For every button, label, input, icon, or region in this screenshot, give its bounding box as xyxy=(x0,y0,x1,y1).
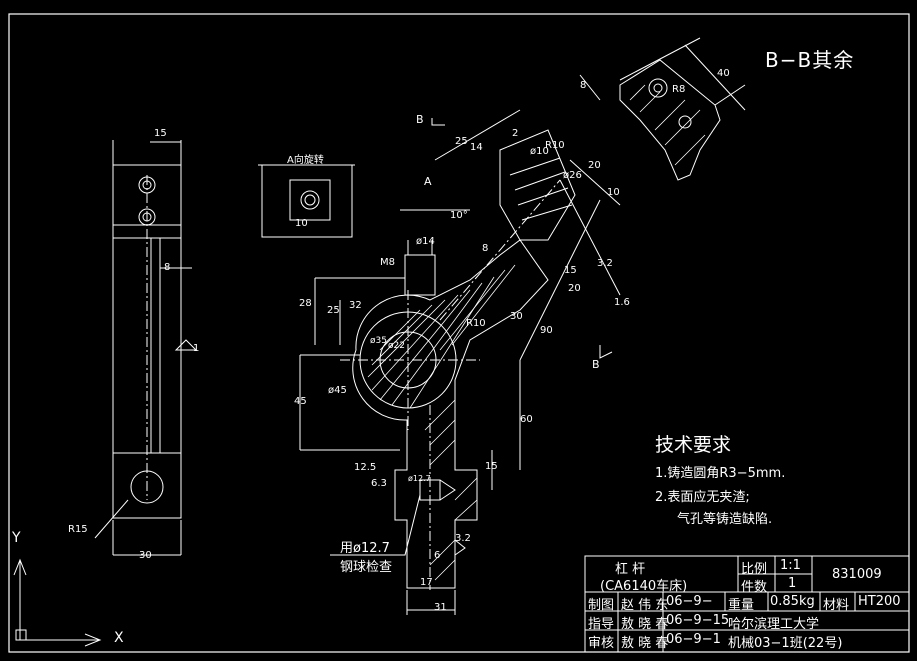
dim-label: 10 xyxy=(607,187,620,198)
axis-y-label: Y xyxy=(12,530,21,546)
dim-label: 10° xyxy=(450,210,468,221)
tb-weight-value: 0.85kg xyxy=(770,594,815,609)
dim-label: ø12.7 xyxy=(408,474,431,483)
dim-label: 15 xyxy=(564,265,577,276)
tb-name: 敖 晓 春 xyxy=(621,617,669,632)
dim-label: 14 xyxy=(470,142,483,153)
dim-label: 60 xyxy=(520,414,533,425)
dim-label: ø26 xyxy=(563,170,582,181)
dim-label: 20 xyxy=(588,160,601,171)
dim-label: 1.6 xyxy=(614,297,630,308)
dim-label: 30 xyxy=(510,311,523,322)
tech-requirement-1: 1.铸造圆角R3−5mm. xyxy=(655,466,786,481)
scale-label: 比例 xyxy=(741,562,768,577)
qty-label: 件数 xyxy=(741,580,768,595)
tb-date: 06−9− xyxy=(666,594,713,609)
title-block-grid xyxy=(584,555,910,653)
tb-date: 06−9−1 xyxy=(666,632,721,647)
part-name: 杠 杆 xyxy=(615,562,646,577)
dim-label: R10 xyxy=(545,140,565,151)
view-label: A向旋转 xyxy=(287,155,324,166)
axis-x-label: X xyxy=(114,630,124,646)
tech-requirement-3: 气孔等铸造缺陷. xyxy=(677,512,773,527)
tb-role: 制图 xyxy=(588,598,615,613)
ball-note-line1: 用ø12.7 xyxy=(340,541,390,556)
tb-university: 哈尔滨理工大学 xyxy=(728,617,820,632)
dim-label: 3.2 xyxy=(597,258,613,269)
section-mark-b-top: B xyxy=(416,113,424,126)
tb-material-value: HT200 xyxy=(858,594,901,609)
ucs-axis-icon xyxy=(13,558,102,647)
dim-label: 25 xyxy=(455,136,468,147)
dim-label: 40 xyxy=(717,68,730,79)
dim-label: ø35 xyxy=(370,336,387,346)
dim-label: 90 xyxy=(540,325,553,336)
dim-label: 2 xyxy=(512,128,519,139)
section-title: B−B其余 xyxy=(765,48,855,72)
dim-label: 3.2 xyxy=(455,533,471,544)
dim-label: 28 xyxy=(299,298,312,309)
dim-label: ø14 xyxy=(416,236,435,247)
dim-label: 8 xyxy=(482,243,489,254)
dim-label: 15 xyxy=(154,128,167,139)
side-view xyxy=(94,140,198,556)
dim-label: 45 xyxy=(294,396,307,407)
tb-weight-label: 重量 xyxy=(728,598,755,613)
a-direction-view xyxy=(258,164,355,238)
dim-label: 8 xyxy=(580,80,587,91)
scale-value: 1:1 xyxy=(780,558,801,573)
dim-label: 12.5 xyxy=(354,462,377,473)
dim-label: M8 xyxy=(380,257,395,268)
dim-label: 6 xyxy=(434,550,441,561)
qty-value: 1 xyxy=(788,576,797,591)
dim-label: ø10 xyxy=(530,146,549,157)
dim-label: 17 xyxy=(420,577,433,588)
section-view xyxy=(579,37,746,181)
dim-label: ø22 xyxy=(388,341,405,351)
section-mark-b-bottom: B xyxy=(592,358,600,371)
tb-role: 指导 xyxy=(588,617,615,632)
view-mark-a: A xyxy=(424,175,432,188)
dim-label: 15 xyxy=(485,461,498,472)
dim-label: 10 xyxy=(295,218,308,229)
dim-label: R8 xyxy=(672,84,686,95)
dim-label: 1 xyxy=(193,343,200,354)
dim-label: R15 xyxy=(68,524,88,535)
tb-date: 06−9−15 xyxy=(666,613,730,628)
dim-label: 20 xyxy=(568,283,581,294)
dim-label: 31 xyxy=(434,602,447,613)
tech-requirements-heading: 技术要求 xyxy=(655,434,732,456)
ball-note-line2: 钢球检查 xyxy=(340,560,393,575)
tb-role: 审核 xyxy=(588,636,615,651)
tb-material-label: 材料 xyxy=(823,598,850,613)
dim-label: 8 xyxy=(164,262,171,273)
drawing-number: 831009 xyxy=(832,567,882,582)
main-view xyxy=(299,109,621,615)
dim-label: 32 xyxy=(349,300,362,311)
dim-label: ø45 xyxy=(328,385,347,396)
tb-name: 赵 伟 东 xyxy=(621,598,669,613)
dim-label: 25 xyxy=(327,305,340,316)
drawing-frame xyxy=(8,13,910,653)
tb-name: 敖 晓 春 xyxy=(621,636,669,651)
tb-class: 机械03−1班(22号) xyxy=(728,636,843,651)
dim-label: 30 xyxy=(139,550,152,561)
dim-label: R10 xyxy=(466,318,486,329)
dim-label: 6.3 xyxy=(371,478,387,489)
machine-name: (CA6140车床) xyxy=(600,579,688,594)
tech-requirement-2: 2.表面应无夹渣; xyxy=(655,490,750,505)
